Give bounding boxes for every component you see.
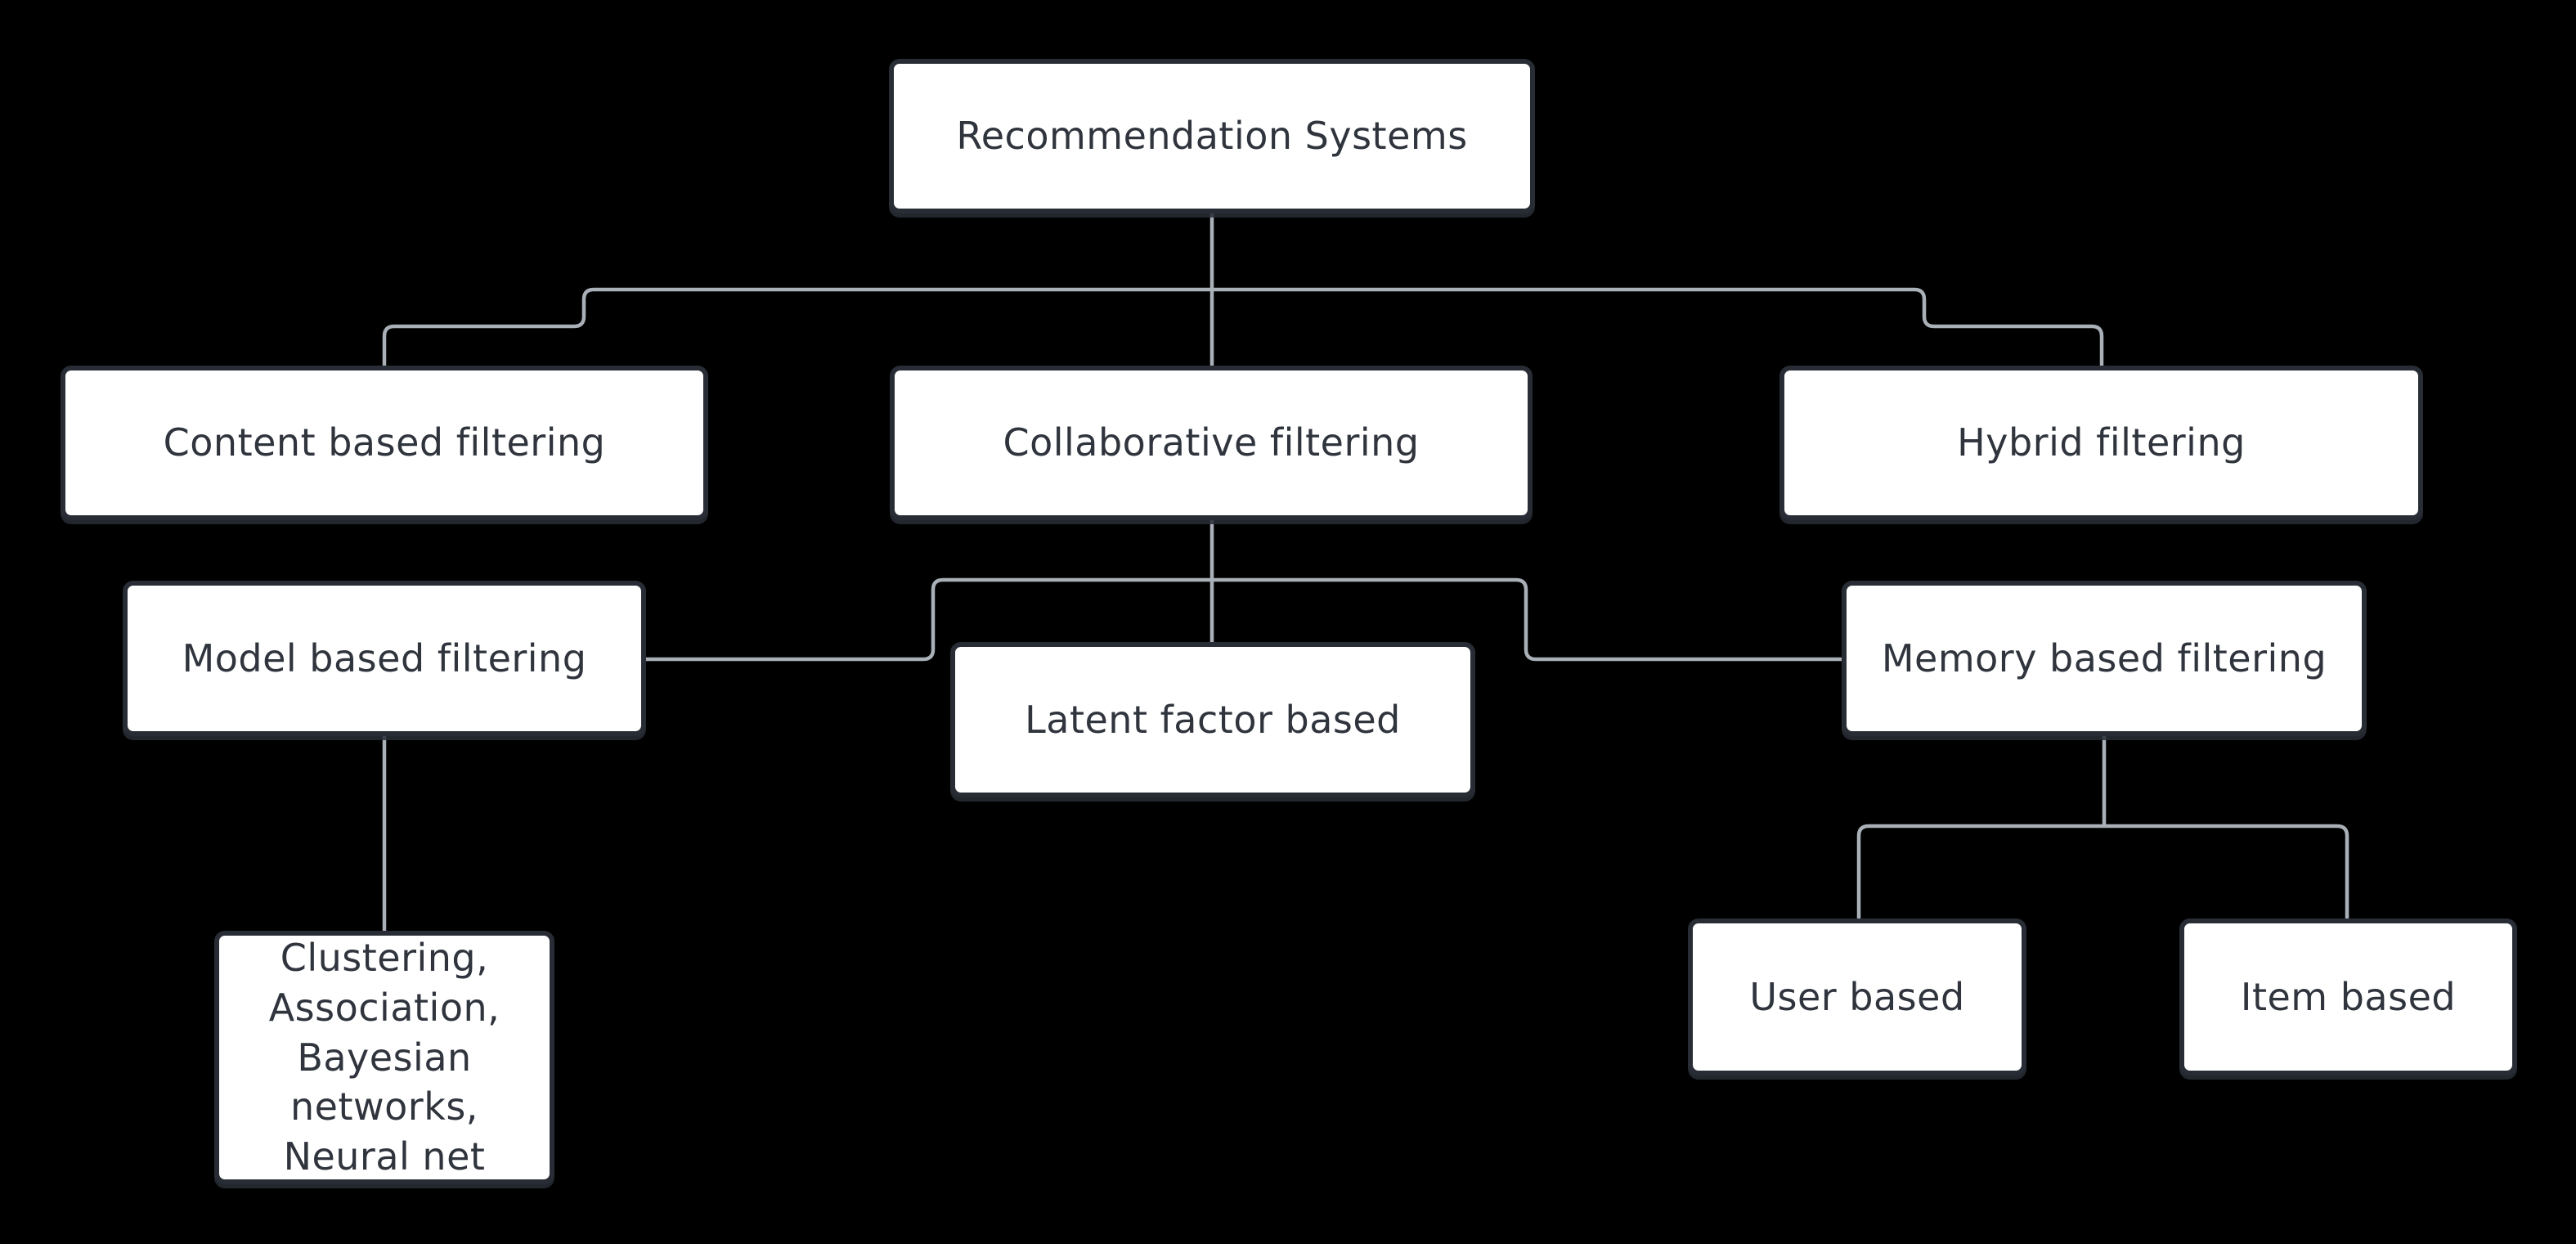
node-hybrid-filtering: Hybrid filtering <box>1779 366 2423 520</box>
node-collaborative-filtering: Collaborative filtering <box>890 366 1533 520</box>
node-model-based-filtering-label: Model based filtering <box>182 635 587 680</box>
node-user-based: User based <box>1688 918 2026 1076</box>
node-content-based-filtering: Content based filtering <box>61 366 708 520</box>
node-memory-based-filtering: Memory based filtering <box>1842 581 2367 736</box>
edge-root-content <box>382 287 1212 366</box>
node-model-based-filtering: Model based filtering <box>123 581 646 736</box>
node-latent-factor-based-label: Latent factor based <box>1025 697 1401 742</box>
node-recommendation-systems: Recommendation Systems <box>889 59 1535 213</box>
node-user-based-label: User based <box>1749 974 1965 1019</box>
node-clustering-association-bayesian-neural: Clustering, Association, Bayesian networ… <box>214 931 554 1184</box>
node-collaborative-filtering-label: Collaborative filtering <box>1003 420 1420 465</box>
node-clustering-association-bayesian-neural-label: Clustering, Association, Bayesian networ… <box>268 936 500 1179</box>
edge-memory-item <box>2104 824 2349 918</box>
node-memory-based-filtering-label: Memory based filtering <box>1881 635 2327 680</box>
node-item-based-label: Item based <box>2240 974 2457 1019</box>
edge-memory-user <box>1856 824 2104 918</box>
node-item-based: Item based <box>2179 918 2517 1076</box>
node-recommendation-systems-label: Recommendation Systems <box>956 114 1468 159</box>
edge-root-hybrid <box>1212 287 2104 366</box>
node-content-based-filtering-label: Content based filtering <box>163 420 606 465</box>
edge-collaborative-memory <box>1212 577 1842 662</box>
edge-collaborative-model <box>646 577 1212 662</box>
node-latent-factor-based: Latent factor based <box>950 642 1475 797</box>
node-hybrid-filtering-label: Hybrid filtering <box>1957 420 2246 465</box>
